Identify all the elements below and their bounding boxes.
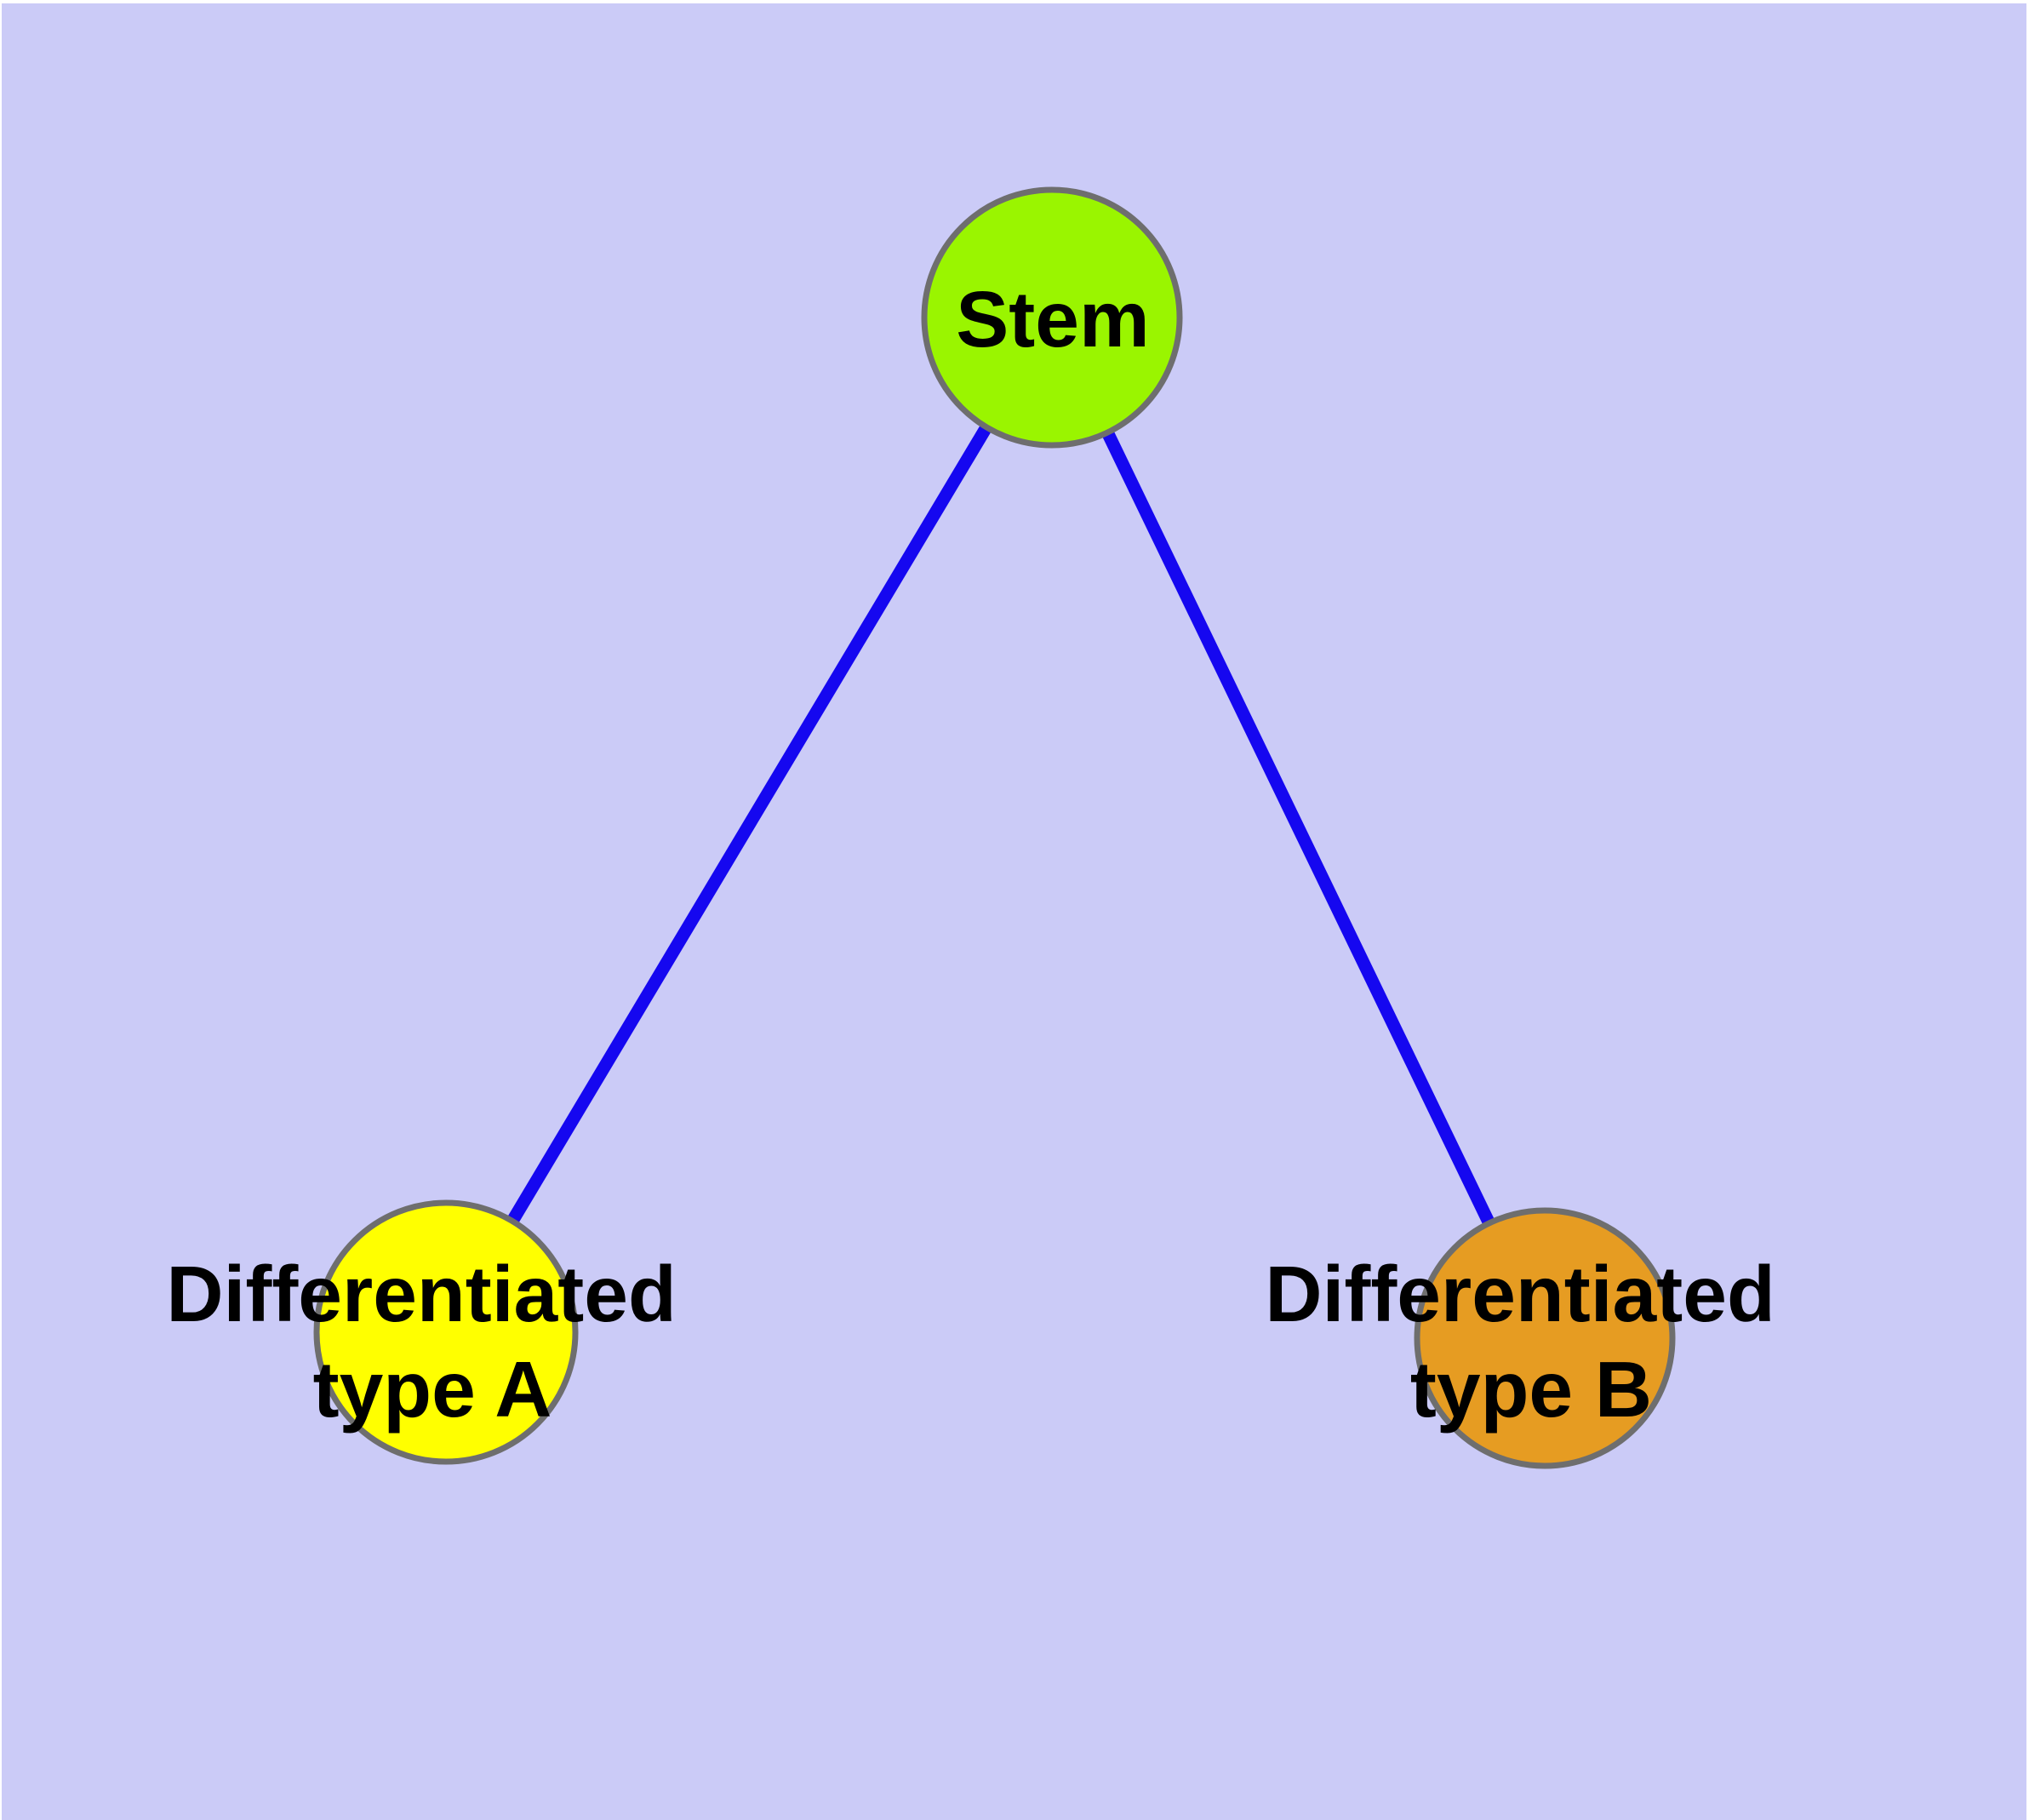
node-label-differentiated-type-a: Differentiated type A bbox=[166, 1250, 698, 1434]
edge-stem-to-type-b bbox=[1046, 314, 1551, 1342]
label-line: Differentiated bbox=[1265, 1250, 1775, 1338]
node-stem bbox=[921, 186, 1183, 449]
label-line: Differentiated bbox=[166, 1250, 676, 1338]
node-differentiated-type-a bbox=[313, 1199, 579, 1465]
node-label-differentiated-type-b: Differentiated type B bbox=[1265, 1250, 1797, 1434]
edge-stem-to-type-a bbox=[440, 314, 1058, 1336]
label-line: type B bbox=[1410, 1345, 1652, 1434]
node-label-stem: Stem bbox=[956, 275, 1149, 363]
label-line: type A bbox=[313, 1345, 552, 1434]
node-differentiated-type-b bbox=[1414, 1207, 1676, 1469]
